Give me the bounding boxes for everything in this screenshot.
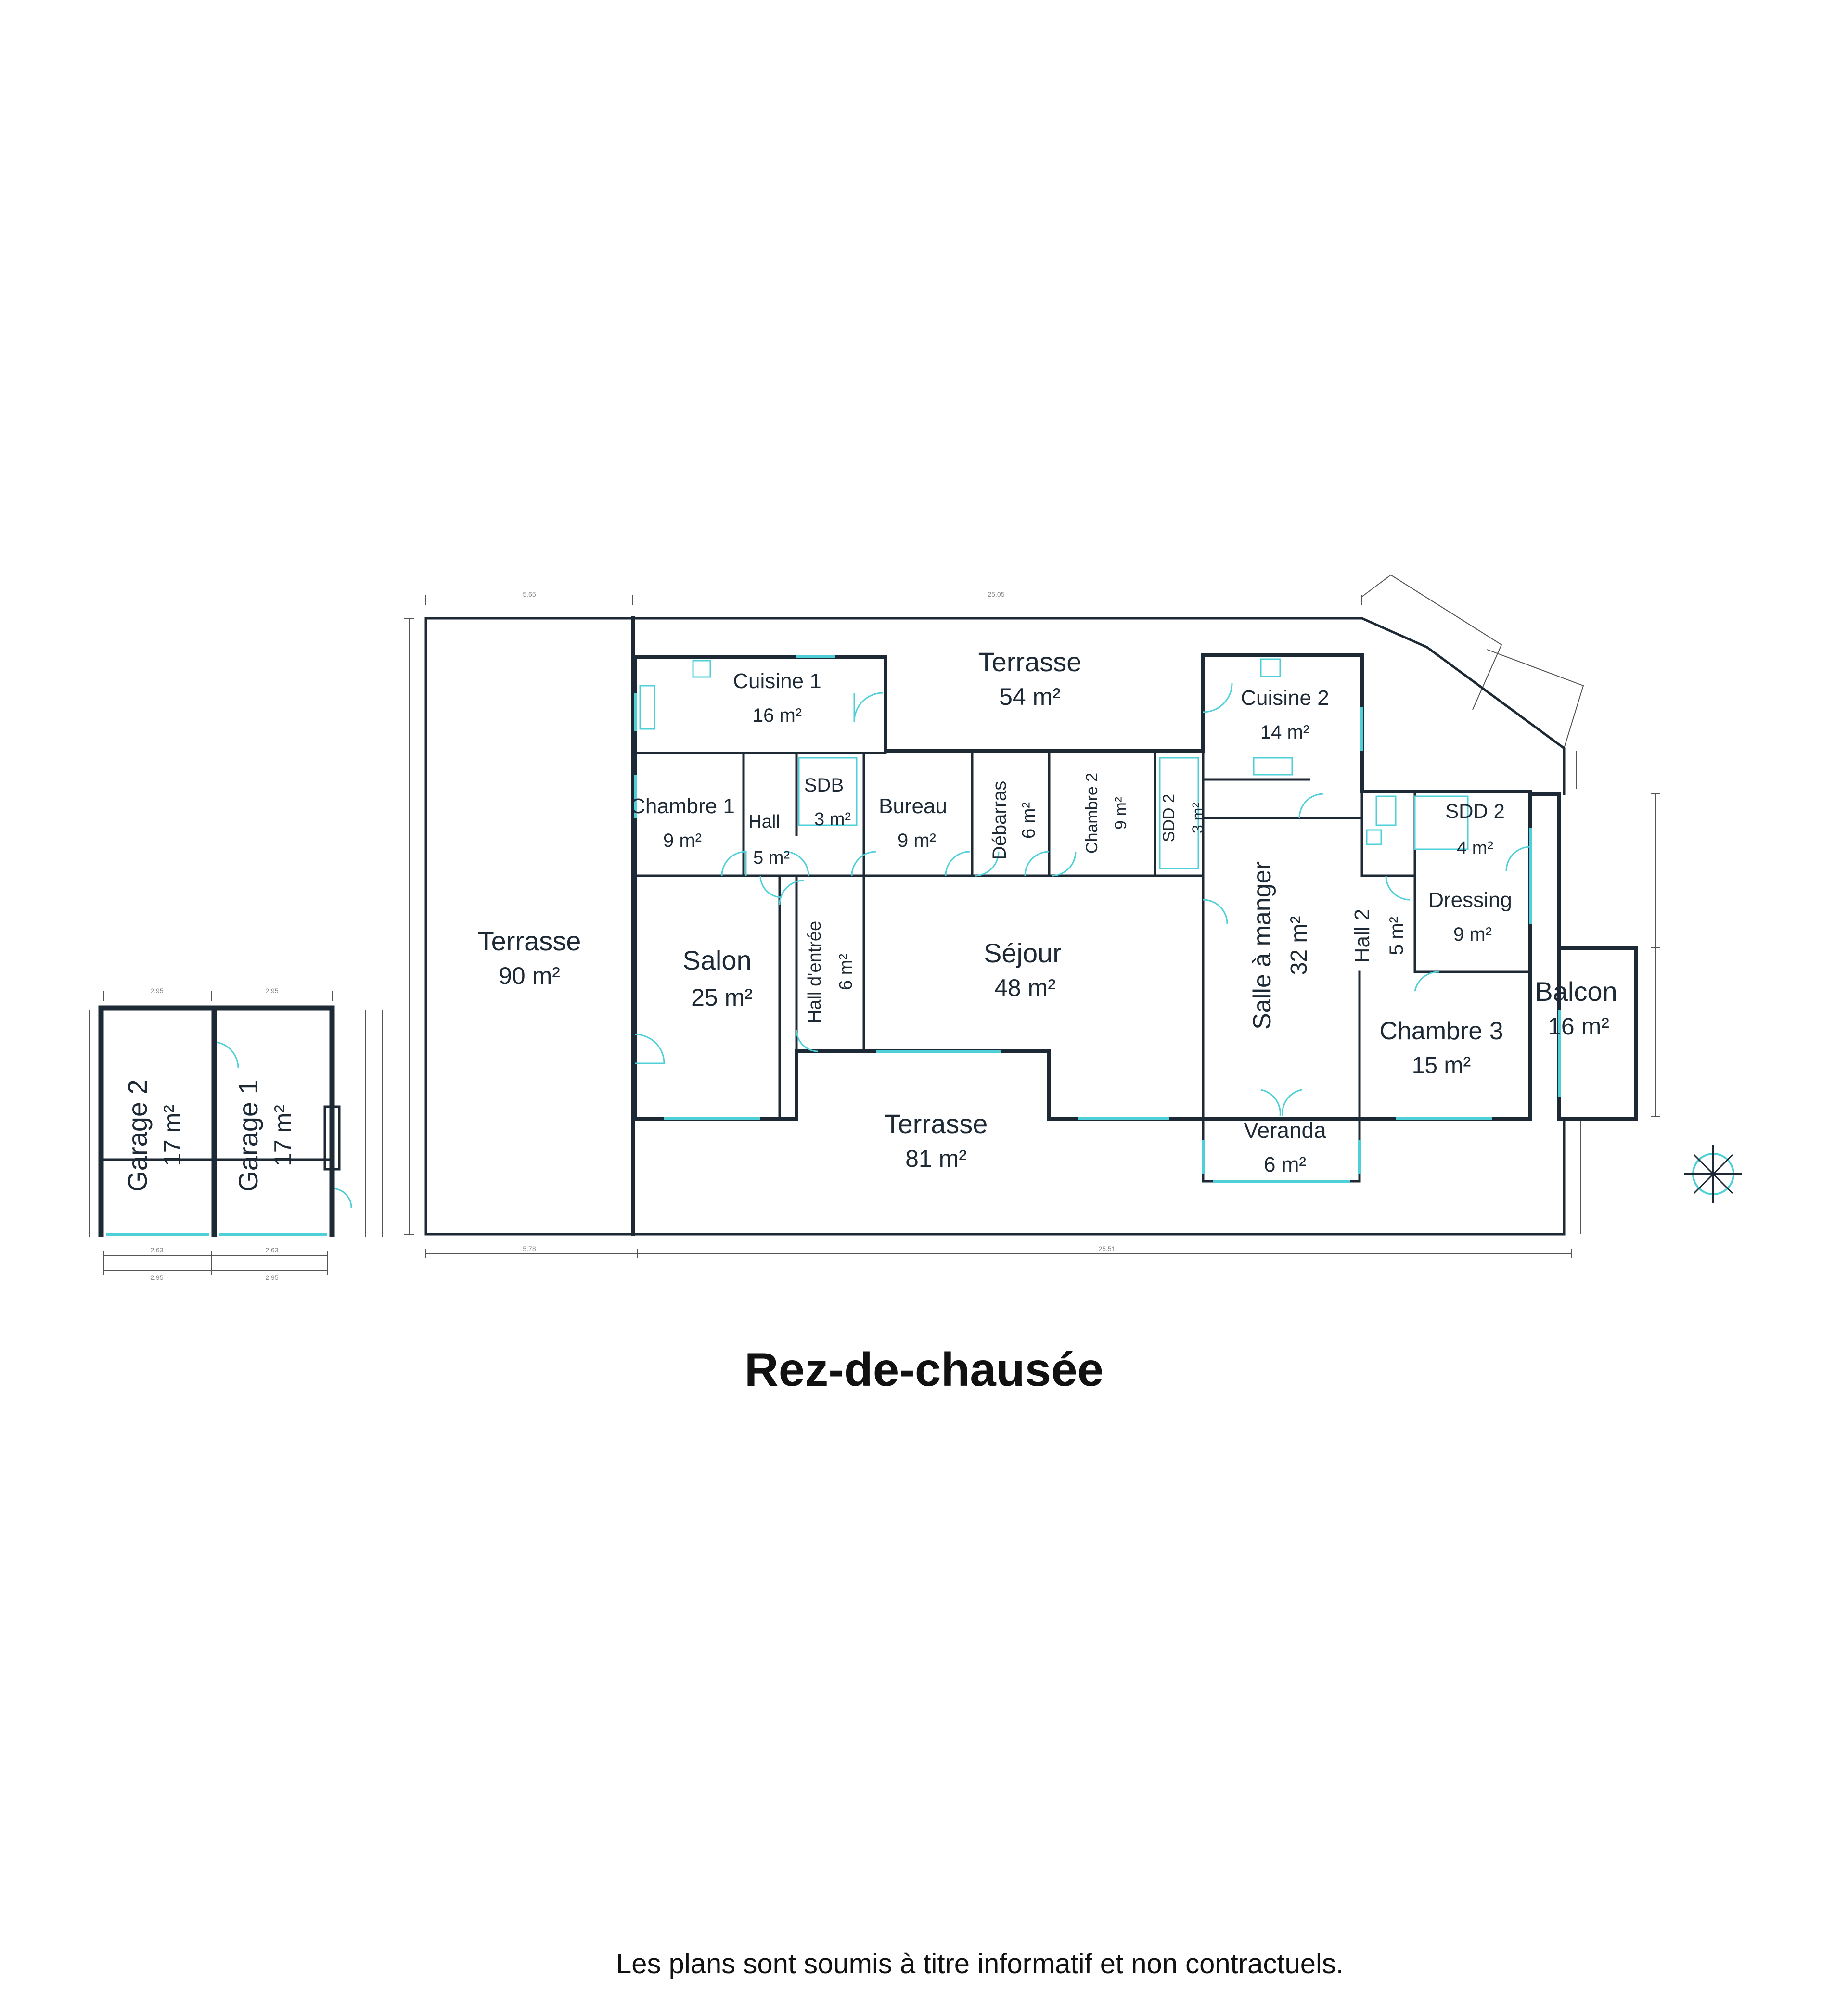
svg-text:5.65: 5.65 [523,590,536,598]
svg-text:Garage 2: Garage 2 [122,1079,153,1192]
room-chambre-1: Chambre 1 9 m² [630,794,735,851]
room-chambre-2: Chambre 2 9 m² [1083,773,1130,854]
room-terrasse-north: Terrasse 54 m² [978,647,1082,710]
room-hall-1: Hall 5 m² [748,812,790,868]
svg-text:SDD 2: SDD 2 [1160,794,1178,842]
svg-text:9 m²: 9 m² [898,830,936,851]
svg-text:25.51: 25.51 [1098,1245,1115,1252]
svg-text:9 m²: 9 m² [1112,797,1130,830]
svg-text:4 m²: 4 m² [1457,838,1493,858]
room-terrasse-west: Terrasse 90 m² [478,926,581,989]
svg-text:25.05: 25.05 [988,590,1004,598]
svg-text:17 m²: 17 m² [270,1105,296,1166]
svg-text:Séjour: Séjour [984,938,1062,968]
room-bureau: Bureau 9 m² [879,794,947,851]
svg-text:Dressing: Dressing [1428,888,1512,912]
room-garage-1: Garage 1 17 m² [233,1079,296,1192]
svg-text:81 m²: 81 m² [905,1145,967,1172]
room-sdb: SDB 3 m² [804,775,851,830]
svg-text:Cuisine 1: Cuisine 1 [733,669,821,693]
svg-text:48 m²: 48 m² [994,974,1056,1001]
svg-text:Bureau: Bureau [879,794,947,818]
svg-text:Terrasse: Terrasse [478,926,581,956]
svg-text:SDB: SDB [804,775,844,796]
room-cuisine-2: Cuisine 2 14 m² [1241,686,1329,743]
svg-text:Débarras: Débarras [989,781,1010,860]
svg-text:Chambre 2: Chambre 2 [1083,773,1101,854]
room-salon: Salon 25 m² [682,945,753,1011]
svg-text:2.95: 2.95 [265,987,278,995]
svg-text:3 m²: 3 m² [814,809,851,830]
svg-text:Terrasse: Terrasse [978,647,1082,677]
compass-icon [1684,1145,1742,1203]
svg-text:Garage 1: Garage 1 [233,1079,263,1192]
svg-text:SDD 2: SDD 2 [1445,800,1505,822]
room-balcon: Balcon 16 m² [1535,976,1617,1040]
doors [211,683,1531,1208]
svg-text:2.95: 2.95 [150,987,163,995]
room-sejour: Séjour 48 m² [984,938,1062,1001]
level-title: Rez-de-chausée [744,1343,1104,1396]
svg-text:Salon: Salon [682,945,751,975]
svg-text:32 m²: 32 m² [1286,916,1312,975]
room-veranda: Veranda 6 m² [1244,1118,1326,1176]
svg-text:Hall 2: Hall 2 [1350,909,1374,963]
room-debarras: Débarras 6 m² [989,781,1039,860]
room-terrasse-south: Terrasse 81 m² [885,1109,988,1172]
svg-text:15 m²: 15 m² [1412,1053,1471,1078]
fixtures [639,658,1469,869]
svg-text:2.63: 2.63 [150,1246,163,1254]
svg-text:3 m²: 3 m² [1189,803,1206,833]
garages [98,1005,341,1237]
svg-text:2.95: 2.95 [265,1274,278,1281]
terrace-boundaries [424,616,1566,1236]
windows [634,655,1561,1183]
svg-text:Hall d'entrée: Hall d'entrée [805,921,825,1023]
svg-text:9 m²: 9 m² [1453,924,1492,945]
room-dressing: Dressing 9 m² [1428,888,1512,945]
room-labels: Terrasse 90 m² Terrasse 54 m² Terrasse 8… [122,647,1617,1192]
svg-text:16 m²: 16 m² [753,705,802,726]
svg-text:5 m²: 5 m² [753,848,790,868]
room-cuisine-1: Cuisine 1 16 m² [733,669,821,726]
svg-text:Terrasse: Terrasse [885,1109,988,1139]
svg-text:Salle à manger: Salle à manger [1248,861,1276,1030]
svg-text:Cuisine 2: Cuisine 2 [1241,686,1329,710]
svg-text:14 m²: 14 m² [1260,722,1309,743]
dimension-lines: 5.65 25.05 5.78 25.51 2.95 2.95 2.63 2.6… [89,574,1660,1281]
svg-text:Chambre 3: Chambre 3 [1379,1017,1503,1045]
disclaimer: Les plans sont soumis à titre informatif… [616,1948,1344,1979]
svg-text:6 m²: 6 m² [1019,802,1039,839]
svg-text:6 m²: 6 m² [836,954,856,990]
svg-text:2.95: 2.95 [150,1274,163,1281]
room-hall-entree: Hall d'entrée 6 m² [805,921,856,1023]
svg-text:6 m²: 6 m² [1264,1153,1306,1176]
svg-text:25 m²: 25 m² [691,984,753,1011]
svg-text:Balcon: Balcon [1535,976,1617,1007]
room-sdd-2: SDD 2 4 m² [1445,800,1505,858]
svg-text:5.78: 5.78 [523,1245,536,1252]
room-salle-a-manger: Salle à manger 32 m² [1248,861,1312,1030]
svg-text:2.63: 2.63 [265,1246,278,1254]
svg-text:9 m²: 9 m² [663,830,702,851]
svg-text:90 m²: 90 m² [499,962,560,989]
building-walls [633,653,1638,1183]
svg-text:17 m²: 17 m² [159,1105,186,1166]
svg-text:5 m²: 5 m² [1386,917,1407,955]
room-sdd-2-small: SDD 2 3 m² [1160,794,1206,842]
svg-text:Veranda: Veranda [1244,1118,1326,1143]
room-garage-2: Garage 2 17 m² [122,1079,186,1192]
room-hall-2: Hall 2 5 m² [1350,909,1407,963]
svg-text:Hall: Hall [748,812,780,832]
svg-text:Chambre 1: Chambre 1 [630,794,735,818]
room-chambre-3: Chambre 3 15 m² [1379,1017,1503,1078]
svg-text:54 m²: 54 m² [999,683,1061,710]
svg-text:16 m²: 16 m² [1548,1013,1609,1040]
